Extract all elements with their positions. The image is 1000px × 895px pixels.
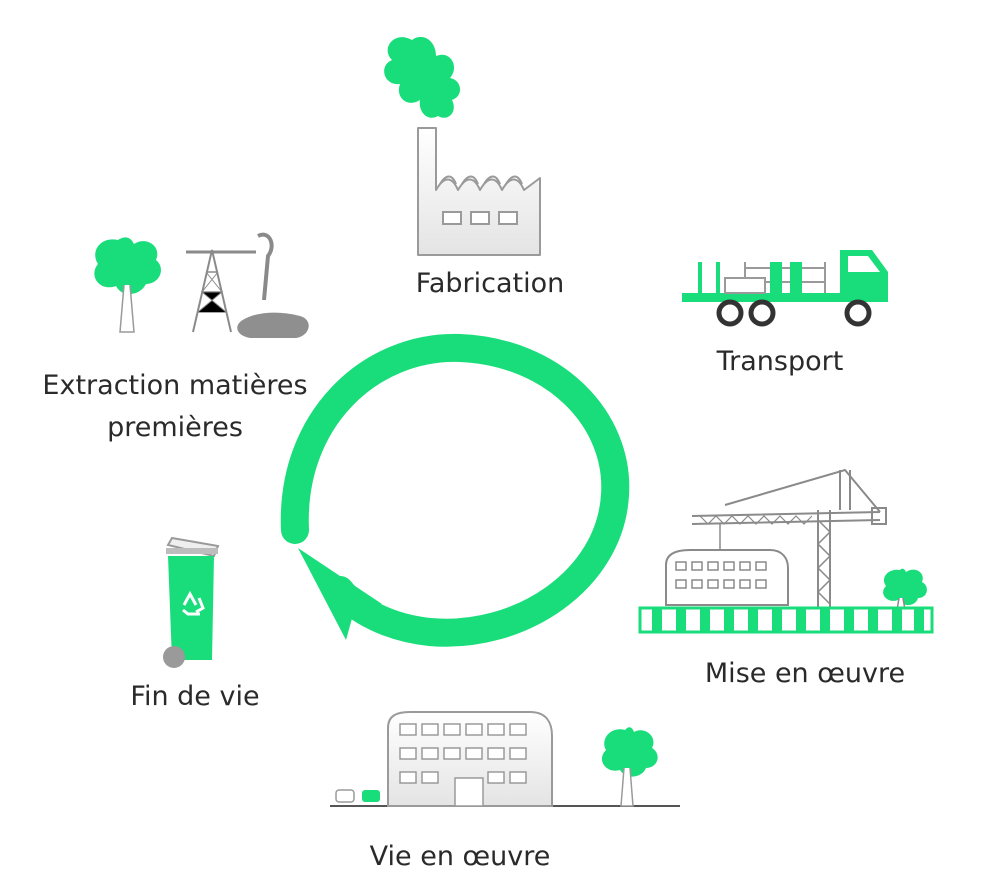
construction-crane-icon <box>640 470 932 632</box>
truck-icon <box>682 250 888 324</box>
stage-label-fin-de-vie: Fin de vie <box>110 680 280 714</box>
factory-icon <box>384 37 540 255</box>
oil-pump-icon <box>94 235 308 338</box>
recycling-bin-icon <box>163 538 218 668</box>
cycle-arrow-icon <box>295 348 615 640</box>
stage-label-fabrication: Fabrication <box>395 267 585 301</box>
stage-label-extraction: Extraction matières premières <box>25 365 325 449</box>
stage-label-mise-en-oeuvre: Mise en œuvre <box>680 657 930 691</box>
stage-label-extraction-line2: premières <box>25 407 325 449</box>
stage-label-vie-en-oeuvre: Vie en œuvre <box>340 840 580 874</box>
stage-label-extraction-line1: Extraction matières <box>25 365 325 407</box>
stage-label-transport: Transport <box>690 345 870 379</box>
office-building-icon <box>330 712 680 806</box>
